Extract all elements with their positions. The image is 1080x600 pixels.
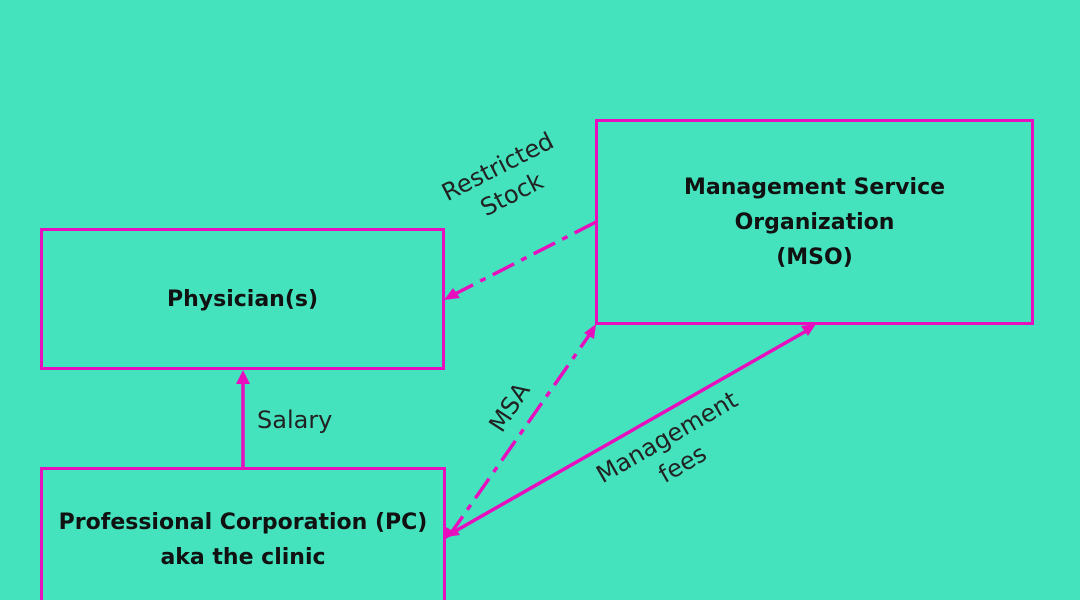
physicians-box: Physician(s) [40,228,445,370]
management-fees-arrow [446,324,816,537]
mso-box: Management Service Organization (MSO) [595,119,1034,325]
salary-arrow [236,370,250,467]
pc-box: Professional Corporation (PC) aka the cl… [40,467,446,600]
restricted-stock-arrow [444,220,597,300]
pc-title: Professional Corporation (PC) aka the cl… [58,510,428,570]
mso-title: Management Service Organization (MSO) [683,174,946,270]
msa-arrow [444,324,596,540]
salary-label: Salary [257,406,333,434]
physicians-title: Physician(s) [166,286,319,312]
